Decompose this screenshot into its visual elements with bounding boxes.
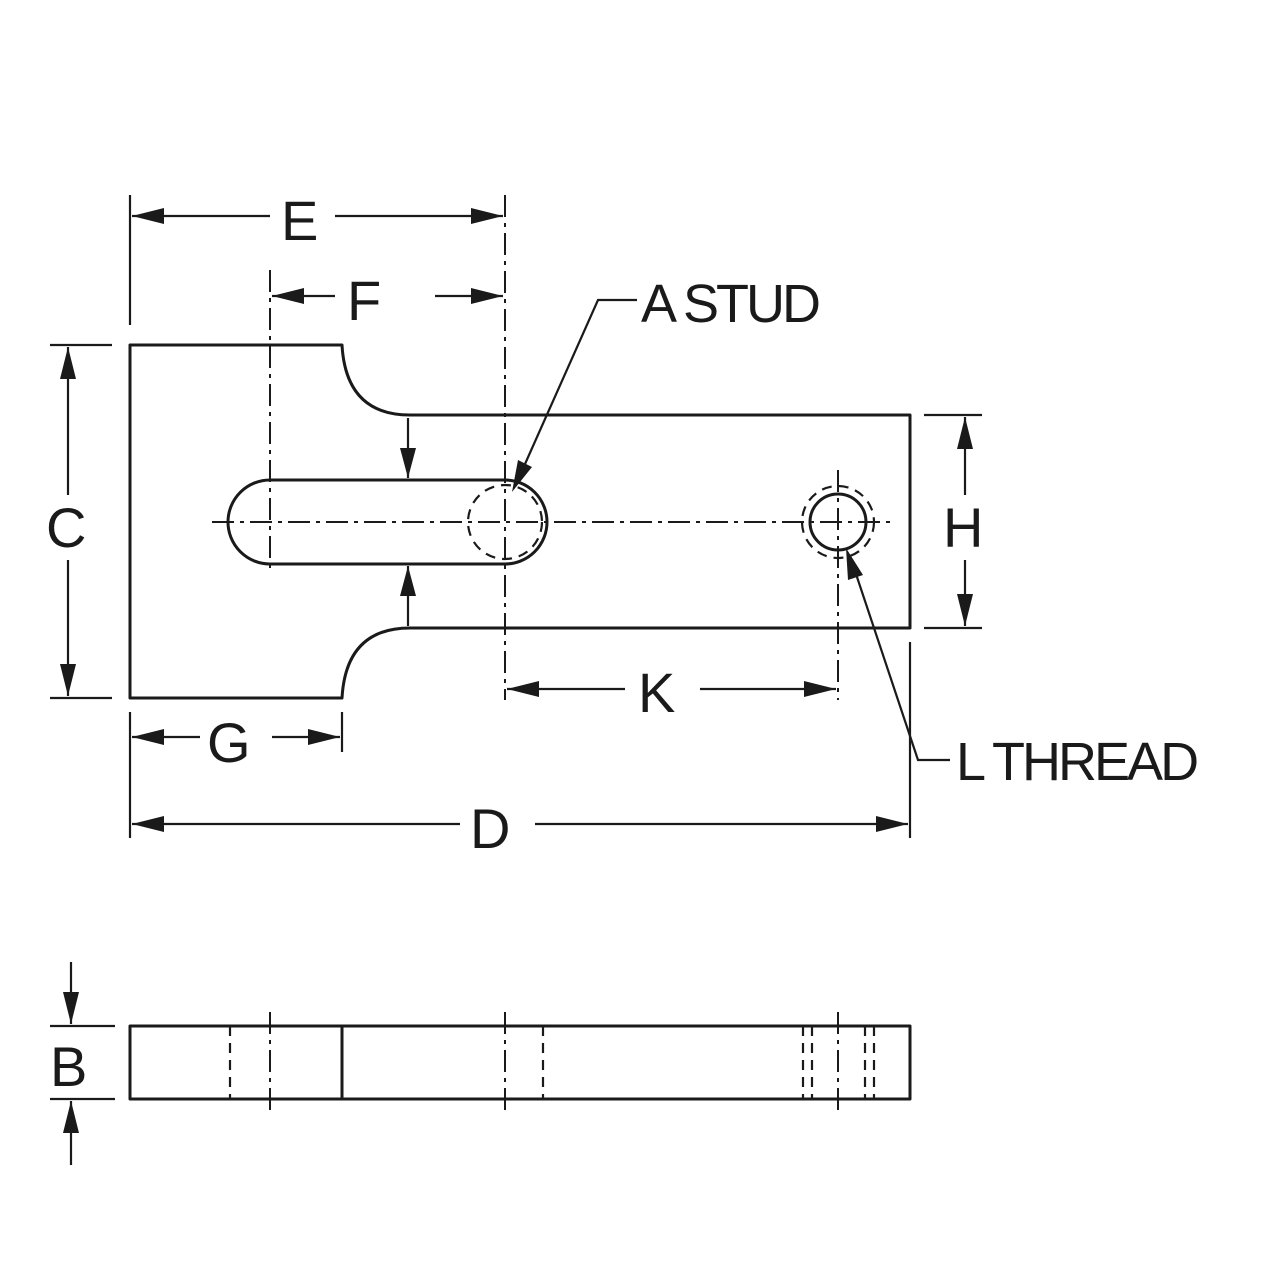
- dim-h-arrow-bottom: [957, 594, 973, 626]
- dim-f-arrow-left: [272, 288, 304, 304]
- dim-c-arrow-bottom: [60, 664, 76, 696]
- dim-e-arrow-right: [471, 208, 503, 224]
- dim-c-arrow-top: [60, 347, 76, 379]
- top-view: E F C H K G: [46, 189, 1200, 860]
- dim-label-d: D: [470, 797, 508, 860]
- slot-arrow-top: [400, 448, 416, 478]
- dim-b-arrow-bottom: [63, 1101, 79, 1133]
- slot-arrow-bottom: [400, 566, 416, 596]
- dim-g-arrow-left: [132, 729, 164, 745]
- strap-outline: [128, 343, 912, 700]
- dim-label-g: G: [207, 711, 248, 774]
- thread-leader-line: [848, 555, 950, 762]
- dim-label-c: C: [46, 496, 85, 559]
- side-view: B: [50, 962, 912, 1165]
- dim-e-arrow-left: [132, 208, 164, 224]
- thread-callout: L THREAD: [956, 732, 1197, 792]
- dim-g-arrow-right: [308, 729, 340, 745]
- dim-h-arrow-top: [957, 417, 973, 449]
- stud-leader-line: [515, 298, 637, 483]
- dim-b-arrow-top: [63, 992, 79, 1024]
- dim-d-arrow-right: [876, 816, 908, 832]
- stud-callout: A STUD: [641, 274, 819, 334]
- dim-label-f: F: [347, 269, 379, 332]
- dim-k-arrow-left: [507, 681, 539, 697]
- dim-label-h: H: [943, 496, 980, 559]
- dim-k-arrow-right: [804, 681, 836, 697]
- dim-label-e: E: [281, 189, 316, 252]
- dim-d-arrow-left: [132, 816, 164, 832]
- dim-f-arrow-right: [471, 288, 503, 304]
- dim-label-b: B: [50, 1035, 85, 1098]
- side-outline: [128, 1024, 912, 1101]
- dim-label-k: K: [638, 661, 675, 724]
- stud-leader-arrow: [512, 460, 532, 492]
- slot-outline: [226, 478, 549, 566]
- thread-leader-arrow: [846, 548, 863, 580]
